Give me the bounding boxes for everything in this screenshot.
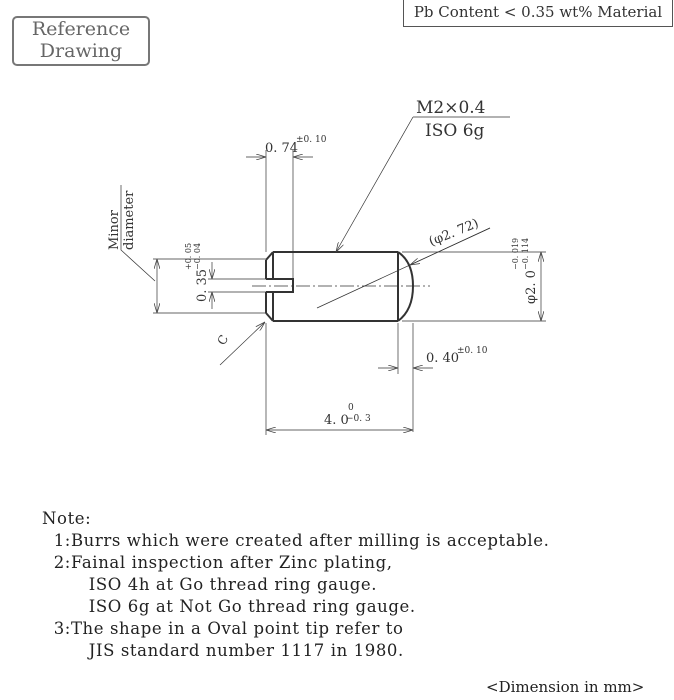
stamp-line1: Reference xyxy=(31,18,131,40)
stamp-line2: Drawing xyxy=(39,40,123,62)
note-line: ISO 4h at Go thread ring gauge. xyxy=(42,575,378,594)
outer-diameter: φ2. 0 xyxy=(524,270,539,304)
note-line: ISO 6g at Not Go thread ring gauge. xyxy=(42,597,416,616)
length-tol-upper: 0 xyxy=(348,403,354,413)
slot-depth-tol-upper: +0. 05 xyxy=(184,243,193,270)
tip-length-tol: ±0. 10 xyxy=(457,346,488,356)
tip-length: 0. 40 xyxy=(426,351,459,366)
screw-outline xyxy=(265,251,415,322)
chamfer-label: C xyxy=(214,333,231,348)
notes: Note: 1:Burrs which were created after m… xyxy=(42,508,549,662)
slot-depth-tol-lower: −0. 04 xyxy=(193,243,202,270)
note-line: 3:The shape in a Oval point tip refer to xyxy=(42,619,404,638)
thread-class: ISO 6g xyxy=(425,121,485,141)
reference-drawing-stamp: Reference Drawing xyxy=(12,16,150,66)
slot-width-tol: ±0. 10 xyxy=(296,135,327,145)
notes-title: Note: xyxy=(42,509,92,528)
slot-depth: 0. 35 xyxy=(195,269,210,302)
outer-tol-upper: −0. 019 xyxy=(511,238,520,270)
outer-tol-lower: −0. 114 xyxy=(521,238,530,270)
slot-width: 0. 74 xyxy=(265,141,298,156)
note-line: 1:Burrs which were created after milling… xyxy=(42,531,550,550)
material-note: Pb Content < 0.35 wt% Material xyxy=(403,0,673,27)
dimension-unit: <Dimension in mm> xyxy=(486,678,645,696)
length: 4. 0 xyxy=(324,413,349,428)
note-line: JIS standard number 1117 in 1980. xyxy=(42,641,404,660)
minor-label-1: Minor xyxy=(107,209,122,250)
minor-label-2: diameter xyxy=(122,190,137,250)
length-tol-lower: −0. 3 xyxy=(346,414,371,424)
thread-spec: M2×0.4 xyxy=(416,98,486,118)
note-line: 2:Fainal inspection after Zinc plating, xyxy=(42,553,393,572)
